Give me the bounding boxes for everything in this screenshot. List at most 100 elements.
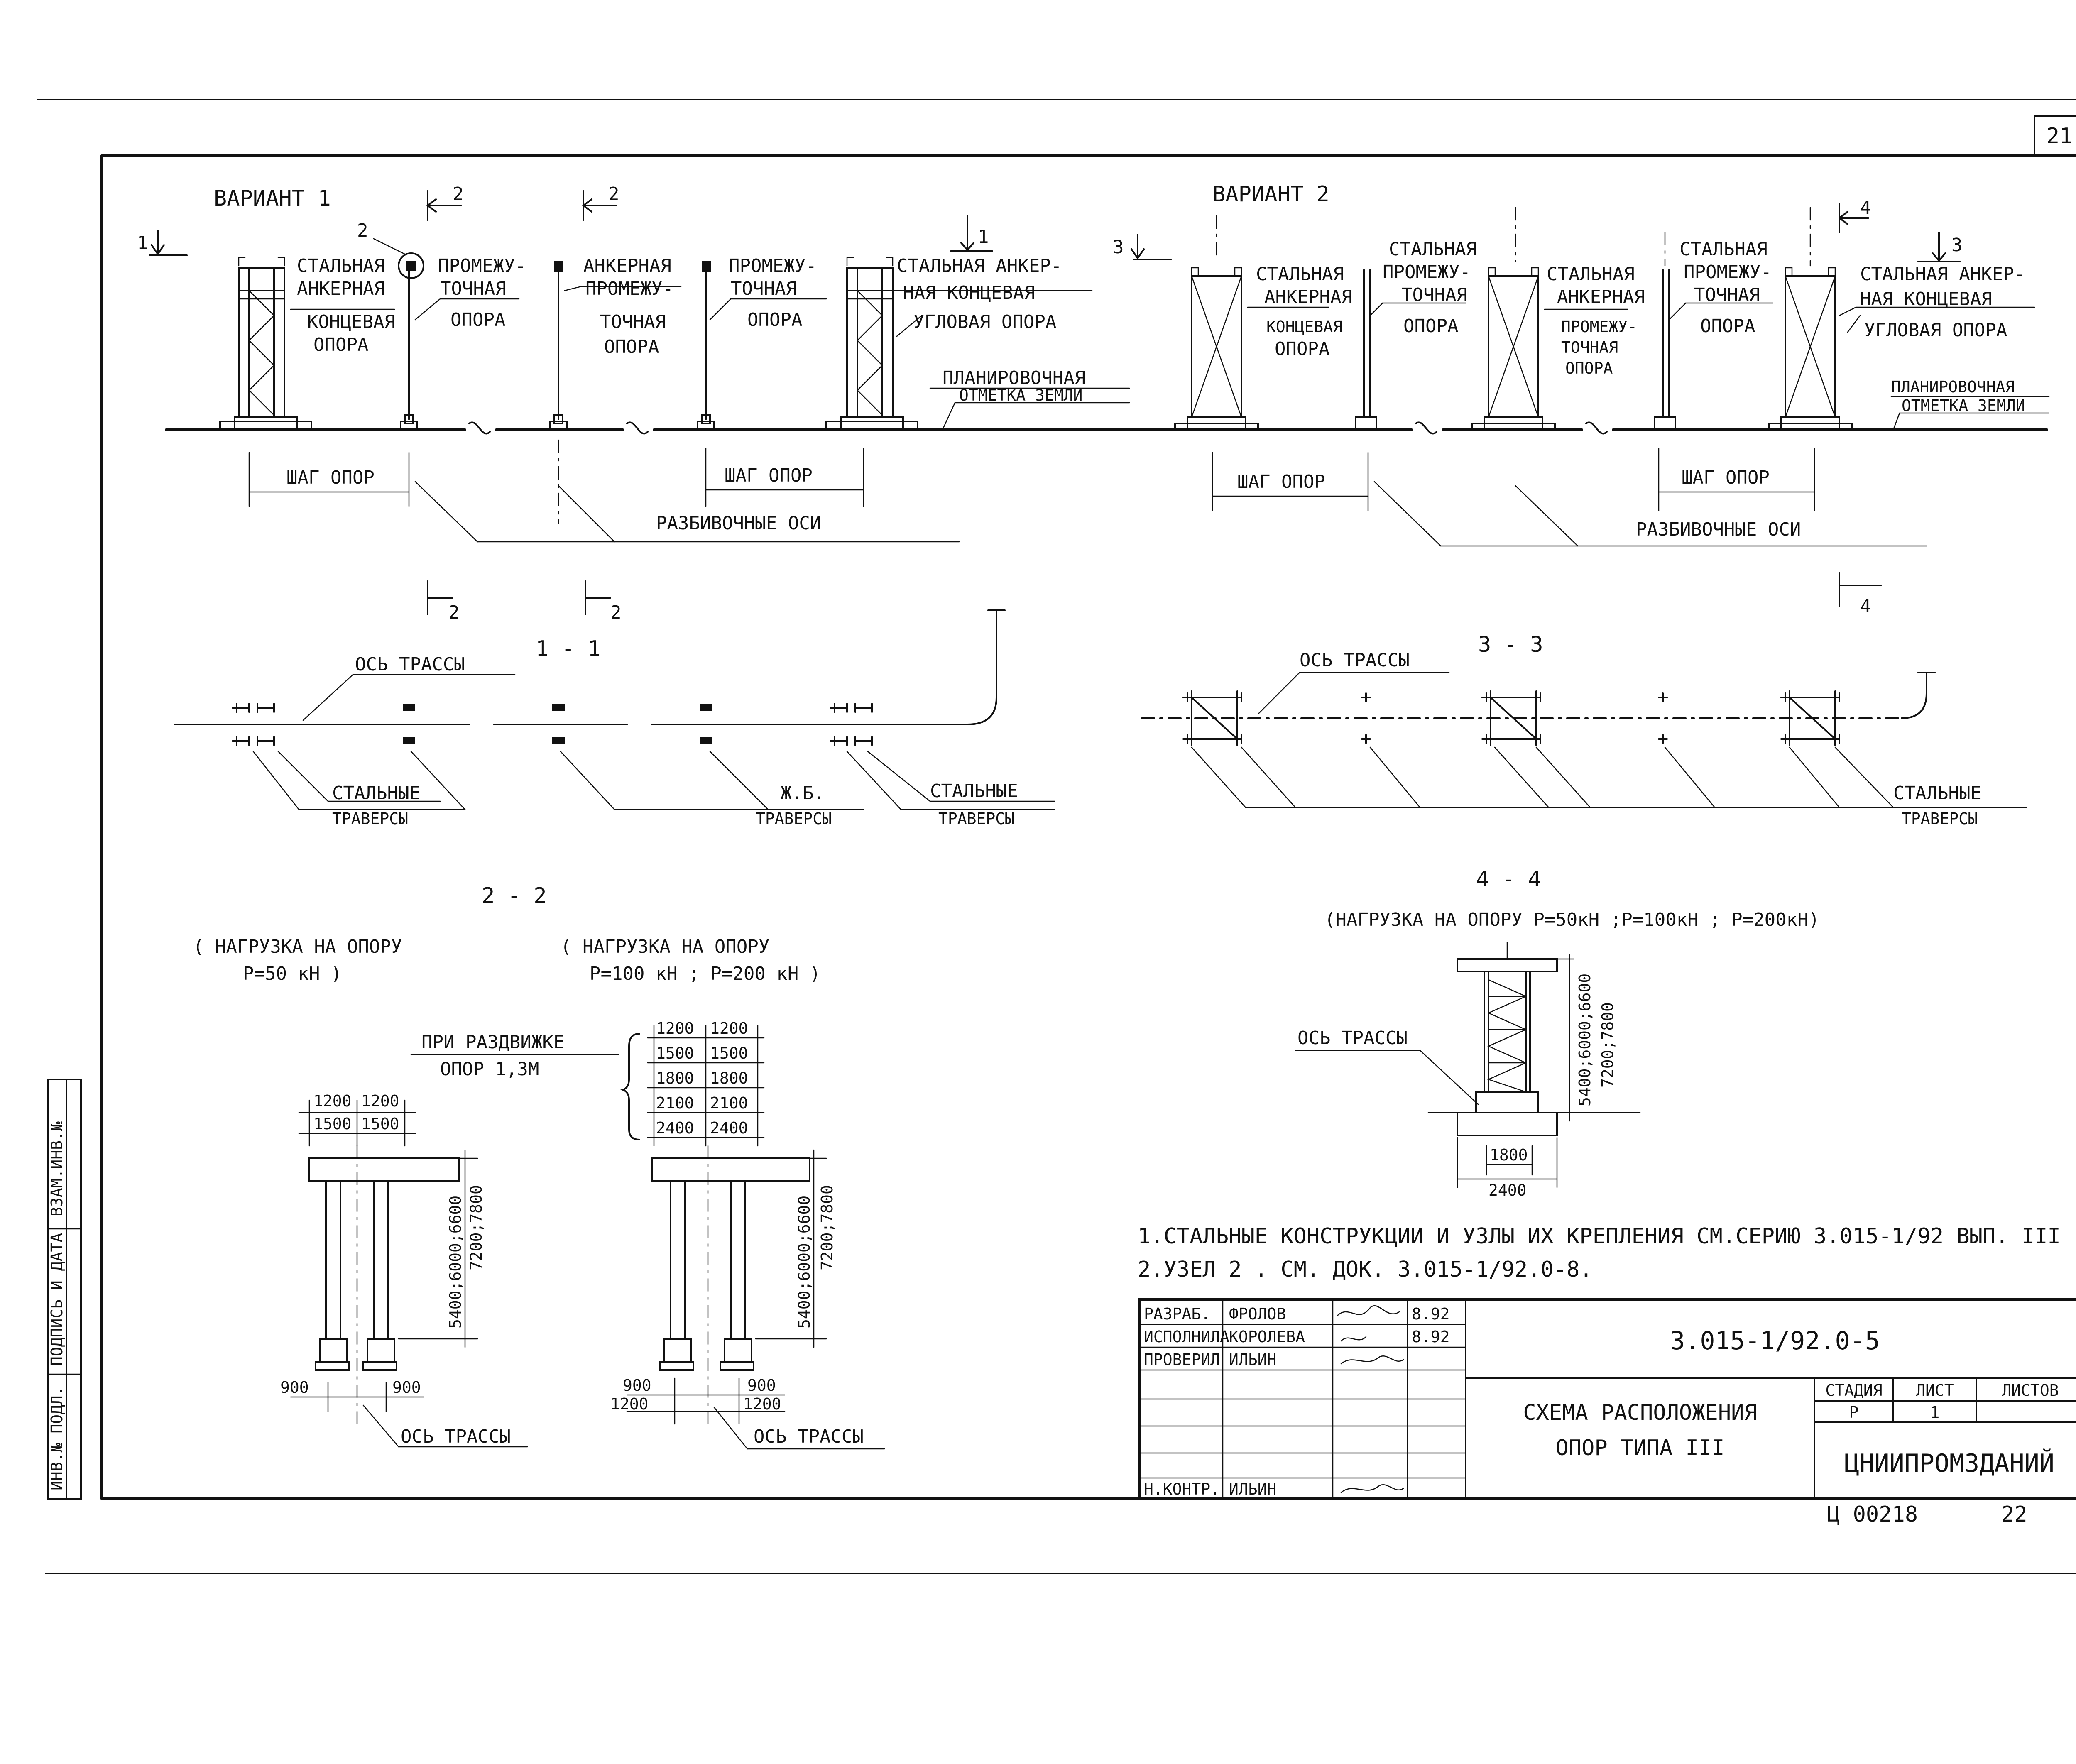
- stamp-r2-role: ИСПОЛНИЛА: [1144, 1328, 1229, 1346]
- signature-3: [1340, 1355, 1404, 1365]
- sec22-spread-1: ПРИ РАЗДВИЖКЕ: [421, 1032, 564, 1053]
- plan1-steel-trav2-1: СТАЛЬНЫЕ: [930, 780, 1018, 802]
- plan3-steel-trav-1: СТАЛЬНЫЕ: [1893, 783, 1981, 804]
- v1-intermediate-2: ТОЧНАЯ: [440, 278, 506, 299]
- frame-b-height-2: 7200;7800: [818, 1185, 836, 1270]
- v1-axes: РАЗБИВОЧНЫЕ ОСИ: [656, 513, 821, 534]
- stamp-r7-name: ИЛЬИН: [1229, 1480, 1276, 1498]
- v2-int-4: ОПОРА: [1403, 316, 1458, 337]
- note-1: 1.СТАЛЬНЫЕ КОНСТРУКЦИИ И УЗЛЫ ИХ КРЕПЛЕН…: [1138, 1224, 2076, 1249]
- plan-3-3: 4 3 - 3: [1141, 572, 2027, 808]
- v1-section1-mark: 1: [137, 232, 148, 254]
- frame-b-base-1: 900: [623, 1376, 651, 1395]
- plan1-cut-a: 2: [448, 602, 460, 623]
- side-stamp-signature: ПОДПИСЬ И ДАТА: [48, 1233, 66, 1366]
- stamp-r2-name: КОРОЛЕВА: [1229, 1328, 1305, 1346]
- v2-int2-2: ПРОМЕЖУ-: [1684, 262, 1772, 283]
- v2-cut3-mark: 3: [1951, 235, 1963, 256]
- plan3-steel-trav-2: ТРАВЕРСЫ: [1902, 810, 1978, 828]
- v2-int2-3: ТОЧНАЯ: [1694, 284, 1760, 306]
- stamp-sheets-hdr: ЛИСТОВ: [2002, 1381, 2059, 1399]
- sec44-axis: ОСЬ ТРАССЫ: [1298, 1028, 1408, 1049]
- v2-int2-4: ОПОРА: [1700, 316, 1755, 337]
- v2-anchor-int-3: ПРОМЕЖУ-: [1561, 318, 1637, 336]
- v2-anchor-end-1: СТАЛЬНАЯ: [1256, 264, 1344, 285]
- v2-anchor-end-3: КОНЦЕВАЯ: [1266, 318, 1342, 336]
- frame-a: [290, 1099, 528, 1448]
- sec22-load-a-2: P=50 кН ): [243, 963, 342, 984]
- frame-a-base-1: 900: [280, 1378, 309, 1397]
- plan1-rc-trav-2: ТРАВЕРСЫ: [756, 810, 832, 828]
- plan1-rc-trav-1: Ж.Б.: [781, 783, 825, 804]
- v2-int2-1: СТАЛЬНАЯ: [1679, 239, 1768, 260]
- stamp-r3-name: ИЛЬИН: [1229, 1351, 1276, 1369]
- stamp-sheet-hdr: ЛИСТ: [1916, 1381, 1954, 1399]
- v2-corner-3: УГЛОВАЯ ОПОРА: [1864, 320, 2007, 341]
- side-stamp: [47, 1079, 82, 1500]
- stamp-r7-role: Н.КОНТР.: [1144, 1480, 1220, 1498]
- v1-cut2-mark-b: 2: [608, 183, 619, 205]
- frame-a-height-2: 7200;7800: [467, 1185, 485, 1270]
- v2-anchor-end-4: ОПОРА: [1275, 338, 1329, 360]
- signature-2: [1340, 1336, 1367, 1342]
- variant1-title: ВАРИАНТ 1: [214, 186, 331, 211]
- stamp-r2-date: 8.92: [1412, 1328, 1450, 1346]
- stamp-org: ЦНИИПРОМЗДАНИЙ: [1844, 1448, 2054, 1478]
- v1-intermediate2-1: ПРОМЕЖУ-: [729, 255, 817, 276]
- variant2-elevation: ВАРИАНТ 2 3 4 3: [1113, 182, 2050, 547]
- v2-section3-mark: 3: [1113, 237, 1124, 258]
- stamp-r1-role: РАЗРАБ.: [1144, 1305, 1210, 1323]
- section-2-2: 2 - 2 ( НАГРУЗКА НА ОПОРУ P=50 кН ) ( НА…: [193, 883, 885, 1450]
- frame-b-axis: ОСЬ ТРАССЫ: [754, 1426, 864, 1447]
- sec44-title: 4 - 4: [1476, 867, 1541, 892]
- sec22-spread-2: ОПОР 1,3М: [440, 1059, 539, 1080]
- v2-corner-1: СТАЛЬНАЯ АНКЕР-: [1860, 264, 2025, 285]
- v2-anchor-int-5: ОПОРА: [1565, 359, 1613, 377]
- variant2-title: ВАРИАНТ 2: [1212, 182, 1329, 207]
- v1-corner-1: СТАЛЬНАЯ АНКЕР-: [897, 255, 1062, 276]
- v2-int-2: ПРОМЕЖУ-: [1383, 262, 1471, 283]
- stamp-title-2: ОПОР ТИПА III: [1556, 1436, 1725, 1461]
- sec22-load-b-2: P=100 кН ; P=200 кН ): [590, 963, 820, 984]
- sec44-height-1: 5400;6000;6600: [1576, 974, 1594, 1106]
- title-block: [1138, 1298, 2076, 1500]
- sec44-height-2: 7200;7800: [1599, 1002, 1617, 1088]
- side-stamp-inventory: ИНВ.№ ПОДЛ.: [48, 1386, 66, 1490]
- plan-1-1: 2 2 1 - 1: [174, 580, 1055, 810]
- signature-1: [1336, 1305, 1400, 1317]
- sec22-load-a-1: ( НАГРУЗКА НА ОПОРУ: [193, 936, 402, 957]
- stamp-page: 22: [2001, 1502, 2027, 1527]
- plan3-labels: ОСЬ ТРАССЫ СТАЛЬНЫЕ ТРАВЕРСЫ: [1300, 650, 1981, 828]
- v1-anchor-int-3: ТОЧНАЯ: [600, 311, 666, 333]
- v1-steel-anchor-end-1: СТАЛЬНАЯ: [297, 255, 385, 276]
- stamp-rows: РАЗРАБ. ФРОЛОВ 8.92 ИСПОЛНИЛА КОРОЛЕВА 8…: [1144, 1305, 1450, 1498]
- v1-step-2: ШАГ ОПОР: [725, 465, 813, 486]
- v2-int-1: СТАЛЬНАЯ: [1389, 239, 1477, 260]
- v2-step-2: ШАГ ОПОР: [1682, 467, 1770, 488]
- stamp-code: 3.015-1/92.0-5: [1670, 1326, 1880, 1355]
- frame-a-axis: ОСЬ ТРАССЫ: [401, 1426, 511, 1447]
- signature-4: [1340, 1484, 1404, 1493]
- sheet-number: 21: [2047, 124, 2073, 149]
- plan1-cut-b: 2: [610, 602, 622, 623]
- sec22-load-b-1: ( НАГРУЗКА НА ОПОРУ: [561, 936, 769, 957]
- v1-intermediate-1: ПРОМЕЖУ-: [438, 255, 526, 276]
- frame-b-base-3: 1200: [610, 1395, 649, 1413]
- frame-a-top-2: 1200: [361, 1092, 399, 1110]
- frame-b-r2-1: 1500: [656, 1044, 694, 1062]
- side-stamp-replacing: ВЗАМ.ИНВ.№: [48, 1121, 66, 1216]
- v2-anchor-int-4: ТОЧНАЯ: [1561, 338, 1618, 357]
- v2-grade-2: ОТМЕТКА ЗЕМЛИ: [1902, 396, 2025, 415]
- v2-corner-2: НАЯ КОНЦЕВАЯ: [1860, 289, 1992, 310]
- stamp-r1-date: 8.92: [1412, 1305, 1450, 1323]
- plan3-title: 3 - 3: [1478, 632, 1543, 657]
- frame-b: [626, 1025, 885, 1450]
- frame-b-r4-1: 2100: [656, 1094, 694, 1112]
- v2-int-3: ТОЧНАЯ: [1401, 284, 1467, 306]
- plan1-steel-trav2-2: ТРАВЕРСЫ: [938, 810, 1014, 828]
- frame-b-base-4: 1200: [743, 1395, 781, 1413]
- frame-b-r1-1: 1200: [656, 1019, 694, 1037]
- v1-anchor-int-2: ПРОМЕЖУ-: [585, 278, 673, 299]
- plan1-labels: ОСЬ ТРАССЫ СТАЛЬНЫЕ ТРАВЕРСЫ Ж.Б. ТРАВЕР…: [332, 654, 1018, 828]
